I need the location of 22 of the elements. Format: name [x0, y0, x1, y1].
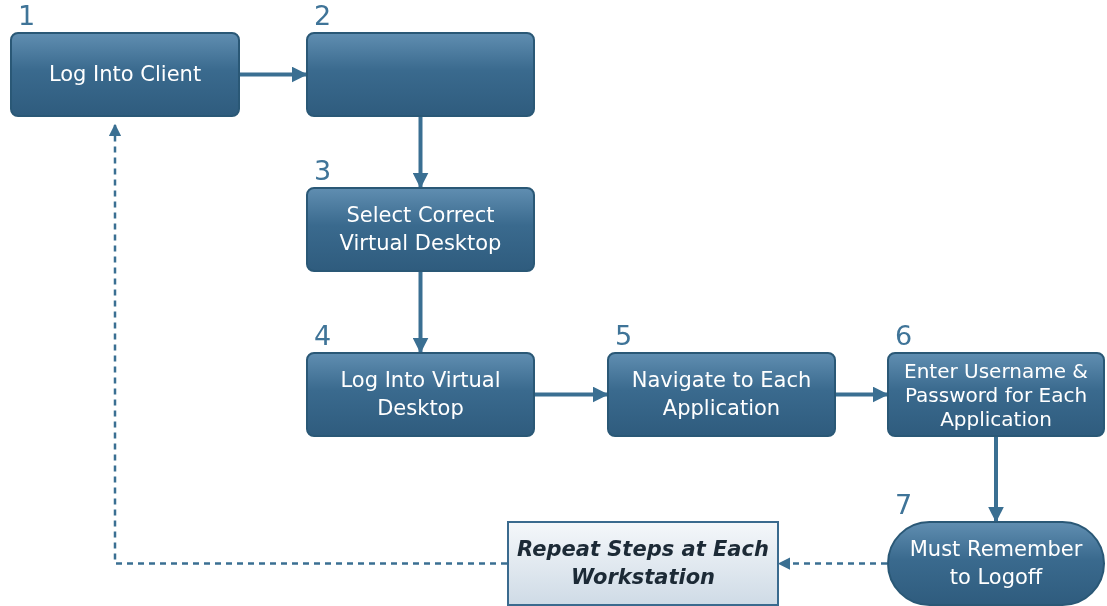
arrow: [836, 386, 889, 403]
arrow: [412, 272, 429, 354]
step-number: 3: [314, 157, 332, 184]
step-number: 7: [895, 491, 913, 518]
step-label: Repeat Steps at Each Workstation: [517, 536, 769, 591]
note-box: [507, 521, 779, 606]
arrow: [988, 437, 1004, 523]
arrow: [535, 386, 609, 403]
step-number: 4: [314, 322, 332, 349]
step-label: Log Into Virtual Desktop: [339, 367, 502, 422]
arrow: [412, 117, 429, 189]
step-label: Select Correct Virtual Desktop: [338, 202, 503, 257]
step-number: 5: [615, 322, 633, 349]
step-label: Log Into Client: [48, 60, 202, 88]
step-label: Enter Username & Password for Each Application: [903, 358, 1089, 431]
step-number: 1: [18, 2, 36, 29]
step-number: 6: [895, 322, 913, 349]
step-label: Must Remember to Logoff: [908, 536, 1084, 591]
arrow: [240, 66, 308, 83]
step-number: 2: [314, 2, 332, 29]
step-label: Navigate to Each Application: [630, 367, 813, 422]
arrow: [108, 123, 507, 565]
